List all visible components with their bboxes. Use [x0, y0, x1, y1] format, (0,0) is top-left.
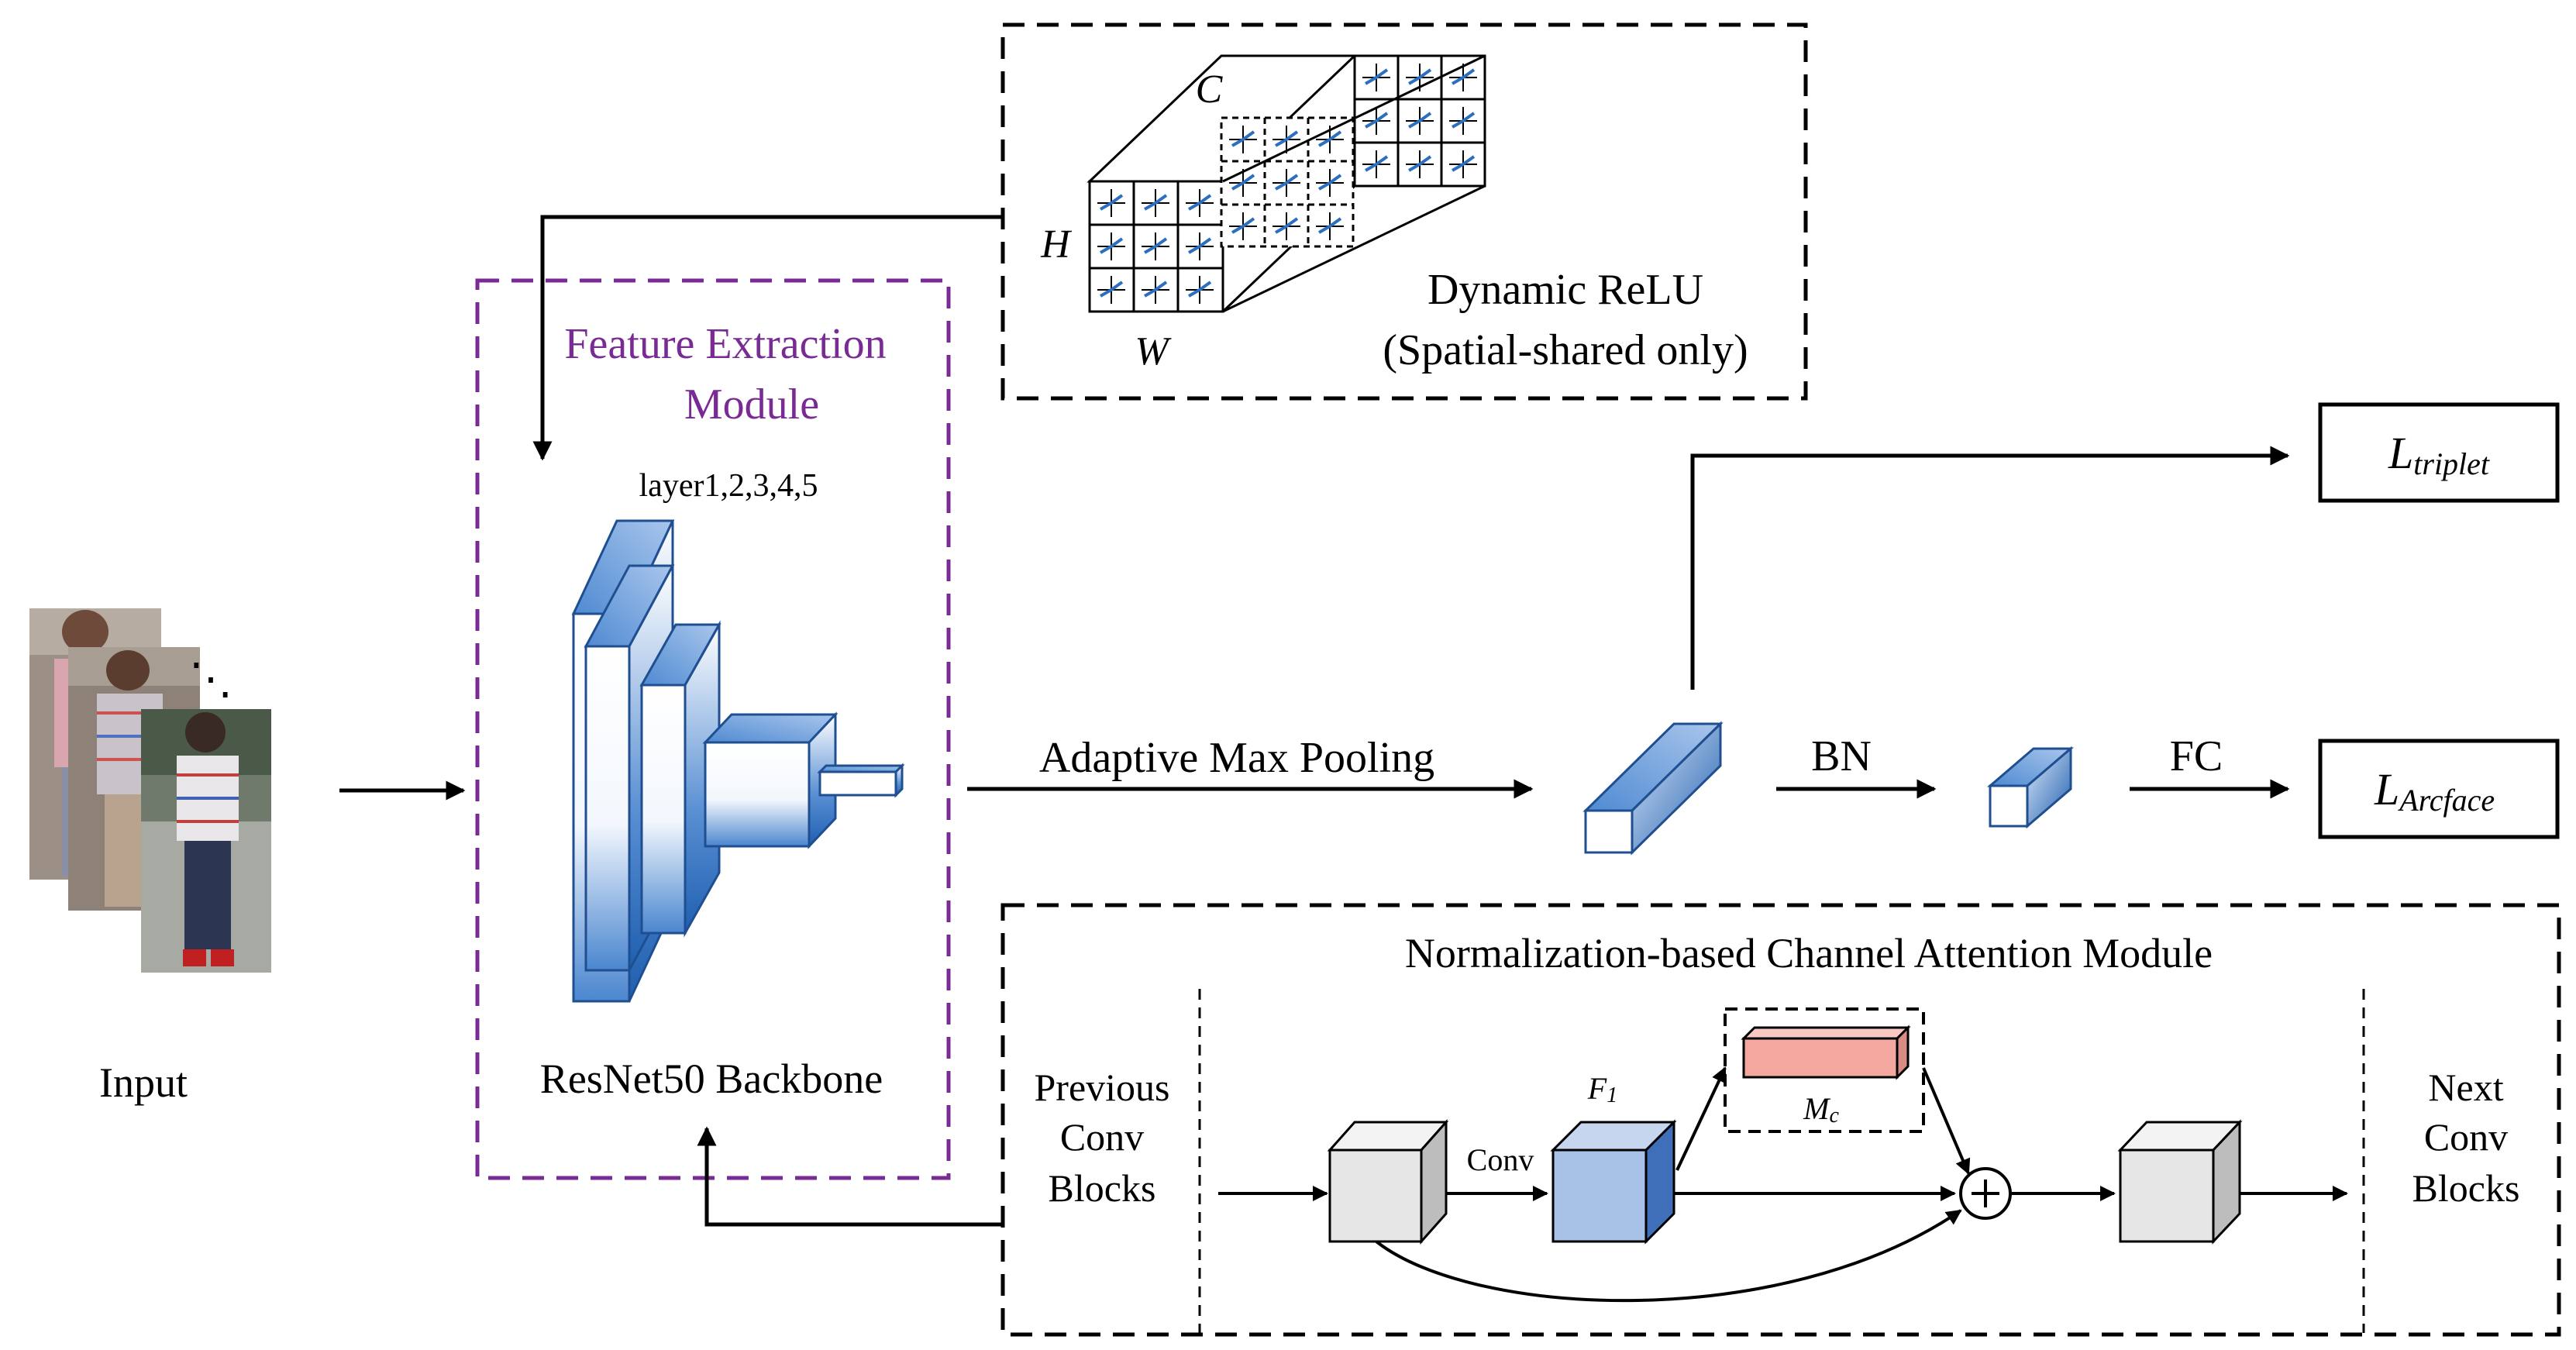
svg-text:Mc: Mc — [1803, 1091, 1839, 1128]
dynamic-relu-box — [1000, 22, 1808, 401]
elementwise-sum-icon — [1959, 1167, 2012, 1220]
backbone-layer-5-visible — [817, 763, 905, 798]
f1-to-mc-arrow — [1675, 1066, 1727, 1171]
nam-title: Normalization-based Channel Attention Mo… — [1405, 930, 2213, 976]
arcface-loss-box: LArcface — [2318, 739, 2560, 839]
resnet-backbone-blocks — [571, 519, 905, 1003]
input-image-3 — [141, 709, 271, 973]
residual-skip-arrow — [1375, 1209, 1962, 1303]
next-blocks-line2: Conv — [2424, 1115, 2508, 1159]
output-feature-cube — [2117, 1119, 2243, 1245]
feature-module-title-line1: Feature Extraction — [564, 320, 886, 368]
mc-subscript: c — [1829, 1104, 1839, 1128]
tensor-connector-lines — [1222, 54, 1486, 313]
f1-feature-cube — [1550, 1119, 1677, 1245]
triplet-loss-symbol: L — [2388, 428, 2413, 478]
dim-c-label: C — [1196, 67, 1224, 112]
dynamic-relu-title: Dynamic ReLU — [1427, 266, 1703, 314]
dynamic-relu-subtitle: (Spatial-shared only) — [1383, 326, 1748, 374]
previous-blocks-line1: Previous — [1035, 1066, 1170, 1109]
input-feature-cube — [1327, 1119, 1449, 1245]
f1-symbol: F — [1587, 1071, 1607, 1106]
pooled-feature-block — [1582, 721, 1724, 856]
mc-to-sum-arrow — [1922, 1067, 1971, 1175]
relu-grid-front — [1088, 180, 1224, 313]
dim-h-label: H — [1040, 222, 1072, 267]
relu-to-module-arrow — [532, 215, 1003, 461]
nam-to-backbone-arrow — [697, 1126, 1003, 1227]
previous-blocks-line3: Blocks — [1049, 1166, 1156, 1210]
feature-module-title-line2: Module — [684, 381, 819, 429]
dim-w-label: W — [1135, 329, 1172, 374]
input-label: Input — [99, 1059, 188, 1106]
input-ellipsis: ⋱ — [189, 656, 232, 704]
input-images: ⋱ — [29, 608, 271, 973]
backbone-layer-3-visible — [639, 620, 721, 938]
conv-label: Conv — [1467, 1142, 1534, 1177]
mc-symbol: M — [1803, 1091, 1831, 1126]
triplet-branch-arrow — [1690, 446, 2290, 690]
layers-label: layer1,2,3,4,5 — [639, 468, 818, 504]
pooling-label: Adaptive Max Pooling — [1039, 734, 1434, 782]
next-blocks-line1: Next — [2428, 1066, 2503, 1109]
nam-module-box — [1000, 903, 2561, 1337]
arcface-loss-symbol: L — [2374, 764, 2399, 814]
relu-grid-middle — [1220, 116, 1355, 248]
svg-text:Ltriplet: Ltriplet — [2388, 428, 2490, 481]
bn-label: BN — [1811, 732, 1872, 780]
svg-text:LArcface: LArcface — [2374, 764, 2495, 818]
bn-feature-block — [1986, 746, 2075, 829]
arcface-loss-subscript: Arcface — [2397, 783, 2495, 818]
triplet-loss-subscript: triplet — [2413, 446, 2490, 481]
fc-label: FC — [2170, 732, 2223, 780]
triplet-loss-box: Ltriplet — [2318, 402, 2560, 503]
next-blocks-line3: Blocks — [2412, 1166, 2520, 1210]
backbone-layer-4-visible — [702, 711, 839, 849]
previous-blocks-line2: Conv — [1060, 1115, 1144, 1159]
mc-attention-block — [1741, 1025, 1911, 1080]
f1-subscript: 1 — [1607, 1083, 1617, 1107]
feature-extraction-module — [475, 278, 951, 1180]
svg-text:F1: F1 — [1587, 1071, 1617, 1107]
relu-grid-back — [1353, 54, 1486, 188]
backbone-label: ResNet50 Backbone — [540, 1056, 883, 1102]
